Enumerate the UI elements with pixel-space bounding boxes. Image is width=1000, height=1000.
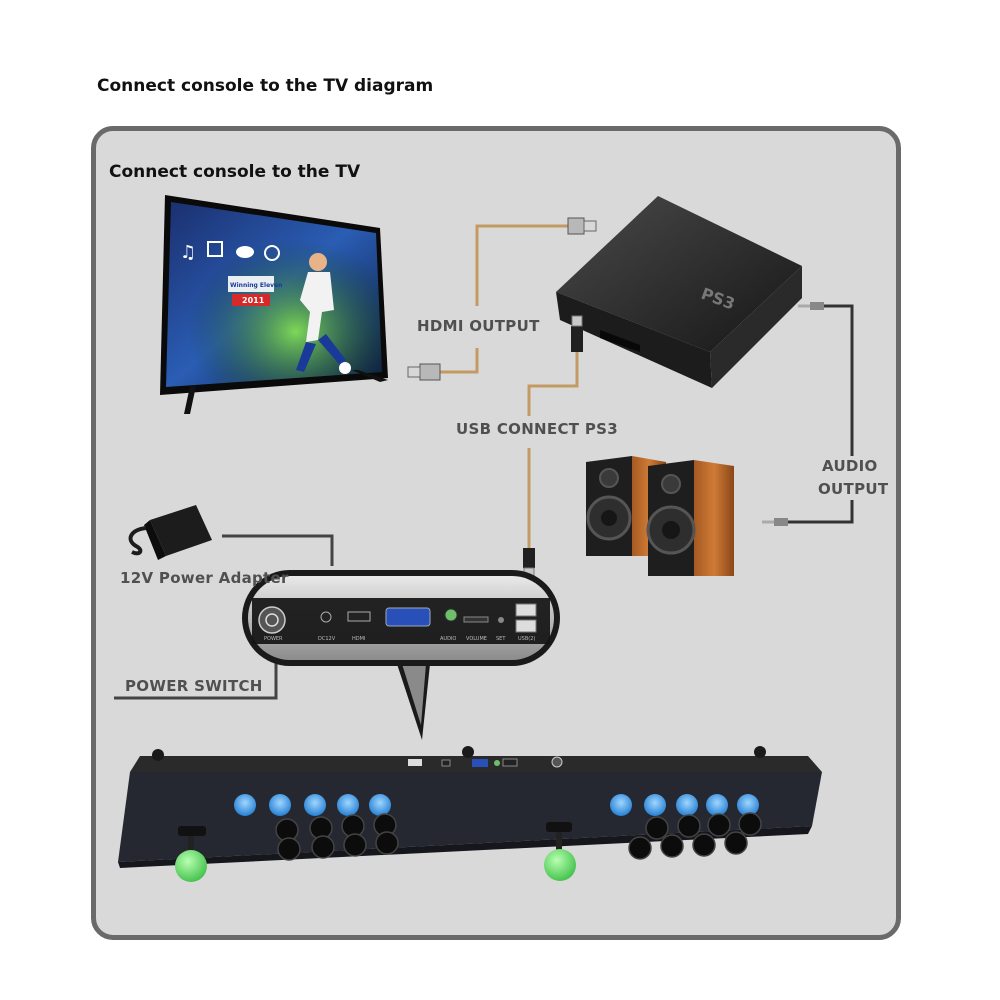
- film-icon: [207, 241, 223, 257]
- audio-output-label-line2: OUTPUT: [818, 480, 889, 498]
- tv-year-text: 2011: [242, 296, 265, 305]
- audio-plug-top: [798, 302, 824, 310]
- ps3-console: PS3: [556, 196, 802, 388]
- hdmi-cable: [407, 217, 597, 381]
- speakers: [586, 456, 734, 576]
- port-label-volume: VOLUME: [466, 636, 487, 642]
- power-adapter-label: 12V Power Adapter: [120, 569, 289, 587]
- tv: ♫ Winning Eleven 2011: [160, 195, 388, 414]
- speaker-right: [646, 460, 734, 576]
- vga-port: [385, 607, 431, 627]
- p2-blue-buttons: [610, 794, 759, 816]
- power-switch-line: [114, 650, 278, 700]
- tv-banner-text: Winning Eleven: [230, 282, 282, 289]
- svg-text:♫: ♫: [180, 242, 196, 263]
- audio-plug-bottom: [762, 518, 788, 526]
- port-label-power: POWER: [264, 636, 283, 642]
- port-label-set: SET: [496, 636, 506, 642]
- hdmi-port: [347, 611, 371, 622]
- usb-cable: [523, 315, 583, 579]
- panel-title: Connect console to the TV: [109, 162, 361, 182]
- usb-connect-label: USB CONNECT PS3: [456, 420, 618, 438]
- gamepad-icon: [236, 246, 254, 258]
- port-label-usb: USB(2): [518, 636, 535, 642]
- set-button: [498, 617, 504, 623]
- port-label-hdmi: HDMI: [352, 636, 365, 642]
- power-switch-label: POWER SWITCH: [125, 677, 263, 695]
- p1-blue-buttons: [234, 794, 391, 816]
- joystick-right: [544, 822, 576, 881]
- music-icon: ♫: [180, 242, 196, 263]
- audio-port: [444, 608, 458, 622]
- usb-plug-top: [571, 315, 583, 352]
- power-switch-button: [258, 606, 286, 634]
- port-label-dc: DC12V: [318, 636, 336, 642]
- power-adapter: [128, 505, 334, 566]
- hdmi-plug-top: [567, 217, 597, 235]
- audio-output-label-line1: AUDIO: [822, 457, 878, 475]
- rear-port-callout: POWER DC12V HDMI AUDIO VOLUME SET USB(2): [242, 570, 560, 666]
- globe-icon: [264, 245, 280, 261]
- joystick-left: [175, 826, 207, 882]
- port-label-audio: AUDIO: [440, 636, 456, 642]
- hdmi-output-label: HDMI OUTPUT: [417, 317, 540, 335]
- volume-slider: [463, 616, 489, 623]
- p1-black-buttons: [275, 813, 399, 861]
- audio-cable: [762, 302, 854, 526]
- p2-black-buttons: [628, 812, 762, 860]
- arcade-console: [118, 746, 822, 882]
- hdmi-plug-bottom: [407, 363, 441, 381]
- page-title: Connect console to the TV diagram: [97, 76, 434, 96]
- usb-ports: [515, 603, 537, 633]
- dc-port: [320, 611, 332, 623]
